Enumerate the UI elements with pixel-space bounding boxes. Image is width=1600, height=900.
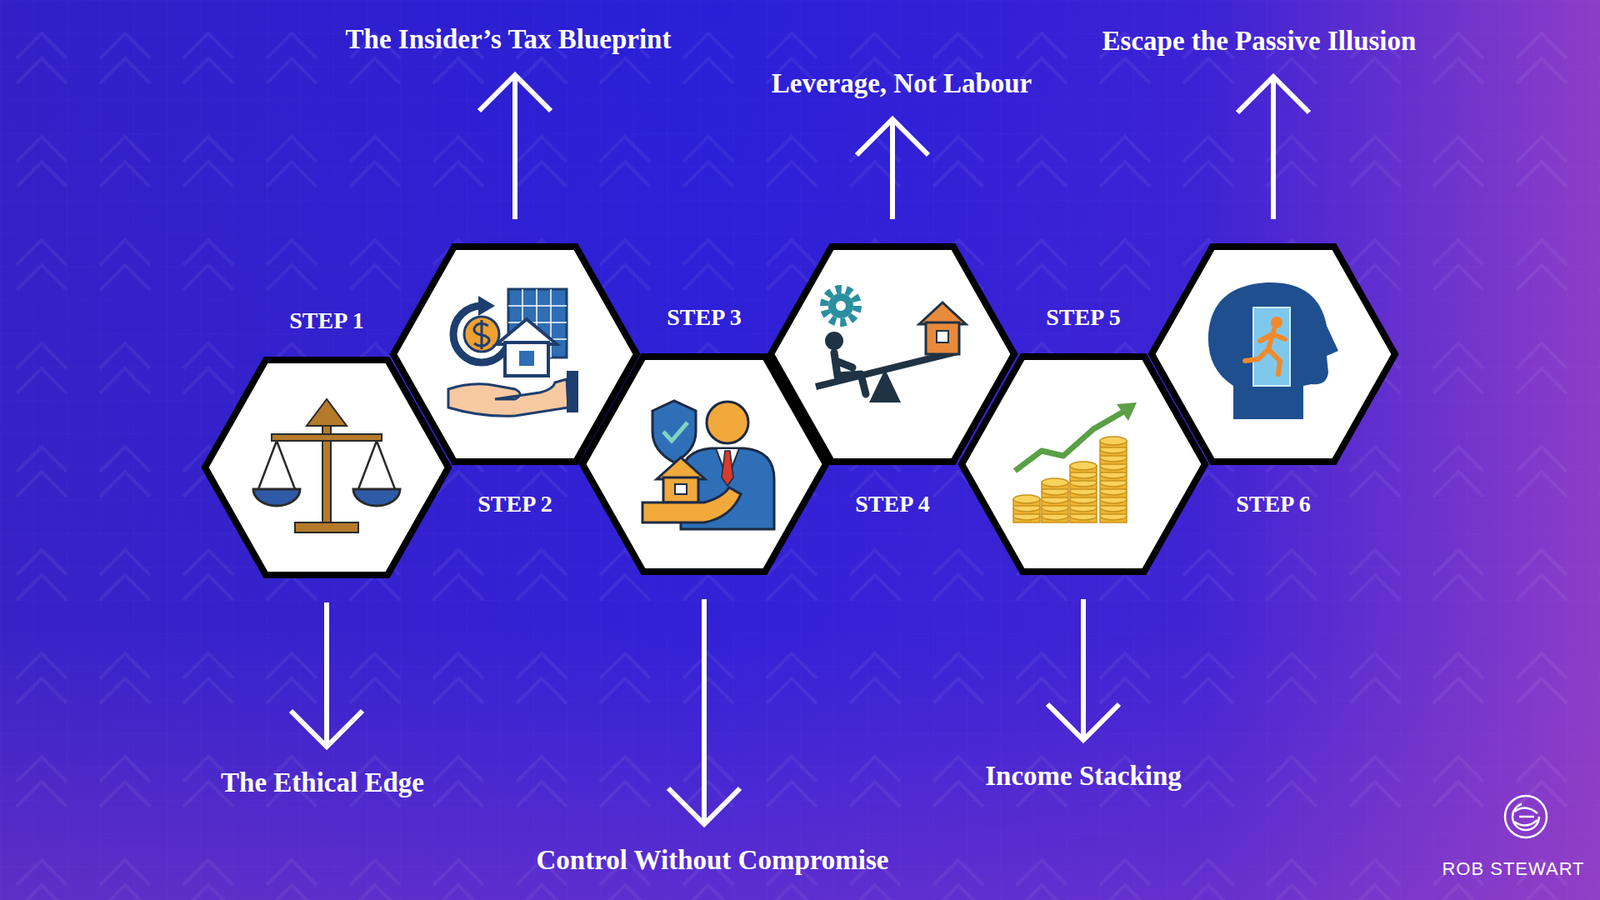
arrow-head bbox=[668, 788, 740, 825]
logo-swoosh bbox=[1514, 807, 1538, 825]
logo-ring bbox=[1512, 803, 1540, 830]
step-label: STEP 2 bbox=[477, 490, 552, 518]
brand-name: ROB STEWART bbox=[1441, 858, 1585, 880]
step-icon bbox=[815, 289, 966, 403]
outcome-text: Leverage, Not Labour bbox=[771, 67, 1033, 100]
outcome-label: Escape the Passive Illusion bbox=[1099, 23, 1420, 59]
logo-mark bbox=[1505, 795, 1547, 838]
outcome-arrow bbox=[1047, 599, 1120, 740]
outcome-arrow bbox=[668, 599, 740, 825]
arrow-shaft bbox=[1270, 76, 1276, 220]
outcome-label: The Insider’s Tax Blueprint bbox=[342, 21, 675, 57]
outcome-text: The Insider’s Tax Blueprint bbox=[345, 23, 672, 55]
hexagon-shape bbox=[1148, 242, 1399, 466]
step-label: STEP 4 bbox=[855, 490, 930, 518]
step-label: STEP 6 bbox=[1235, 490, 1310, 518]
step-hexagon: STEP 6 bbox=[1148, 242, 1399, 466]
arrow-shaft bbox=[701, 599, 707, 825]
step-label: STEP 3 bbox=[666, 304, 741, 331]
outcome-arrow bbox=[856, 119, 929, 220]
arrow-head bbox=[290, 710, 363, 747]
outcome-text: Control Without Compromise bbox=[536, 844, 890, 876]
outcome-label: The Ethical Edge bbox=[217, 765, 428, 800]
step-label: STEP 5 bbox=[1045, 304, 1120, 331]
step-icon bbox=[1013, 402, 1137, 523]
outcome-arrow bbox=[1237, 76, 1310, 220]
arrow-head bbox=[1047, 704, 1120, 740]
step-label: STEP 1 bbox=[289, 307, 364, 335]
arrow-head bbox=[479, 75, 551, 111]
arrow-shaft bbox=[890, 119, 895, 220]
outcome-text: The Ethical Edge bbox=[220, 766, 425, 799]
logo-ring bbox=[1505, 795, 1547, 838]
outcome-arrow bbox=[290, 602, 363, 747]
arrow-shaft bbox=[324, 602, 330, 747]
step-icon bbox=[253, 399, 400, 533]
outcome-arrow bbox=[479, 75, 551, 220]
step-icon bbox=[448, 289, 579, 416]
arrow-shaft bbox=[512, 75, 518, 220]
outcome-label: Leverage, Not Labour bbox=[768, 65, 1036, 101]
arrow-head bbox=[856, 119, 929, 155]
step-icon bbox=[1208, 282, 1339, 420]
outcome-text: Escape the Passive Illusion bbox=[1102, 25, 1417, 57]
step-icon bbox=[642, 400, 775, 530]
outcome-text: Income Stacking bbox=[985, 760, 1182, 792]
arrow-shaft bbox=[1080, 599, 1086, 740]
hexagon-outline bbox=[1151, 246, 1395, 462]
outcome-label: Control Without Compromise bbox=[533, 842, 893, 878]
outcome-label: Income Stacking bbox=[981, 758, 1185, 794]
arrow-head bbox=[1237, 76, 1310, 113]
